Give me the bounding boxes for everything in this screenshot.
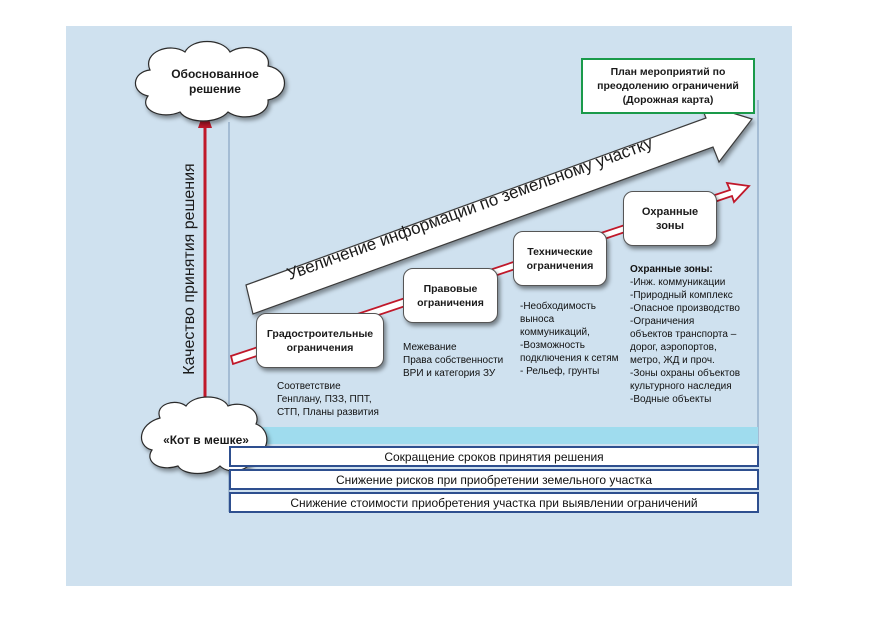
- information-growth-arrow: [245, 102, 754, 315]
- step-detail-legal: Межевание Права собственности ВРИ и кате…: [403, 342, 504, 379]
- roadmap-box: План мероприятий по преодолению ограниче…: [581, 58, 755, 114]
- bar-risk-reduction: Снижение рисков при приобретении земельн…: [229, 469, 759, 490]
- cyan-band: [230, 427, 758, 444]
- step-box-legal: Правовые ограничения: [403, 268, 498, 323]
- cloud-top-label: Обоснованное решение: [171, 67, 259, 96]
- step-detail-technical: -Необходимость выноса коммуникаций, -Воз…: [520, 301, 619, 377]
- bar-decision-time: Сокращение сроков принятия решения: [229, 446, 759, 467]
- bar-cost-reduction: Снижение стоимости приобретения участка …: [229, 492, 759, 513]
- cloud-top: [134, 40, 285, 122]
- step-detail-urban: Соответствие Генплану, ПЗЗ, ППТ, СТП, Пл…: [277, 381, 379, 418]
- quality-axis-label: Качество принятия решения: [181, 163, 198, 375]
- step-box-technical: Технические ограничения: [513, 231, 607, 286]
- step-box-urban: Градостроительные ограничения: [256, 313, 384, 368]
- step-detail-protection: -Инж. коммуникации -Природный комплекс -…: [630, 277, 741, 405]
- step-box-protection: Охранные зоны: [623, 191, 717, 246]
- step-detail-protection-heading: Охранные зоны:: [630, 264, 713, 275]
- cloud-bottom-label: «Кот в мешке»: [163, 432, 249, 447]
